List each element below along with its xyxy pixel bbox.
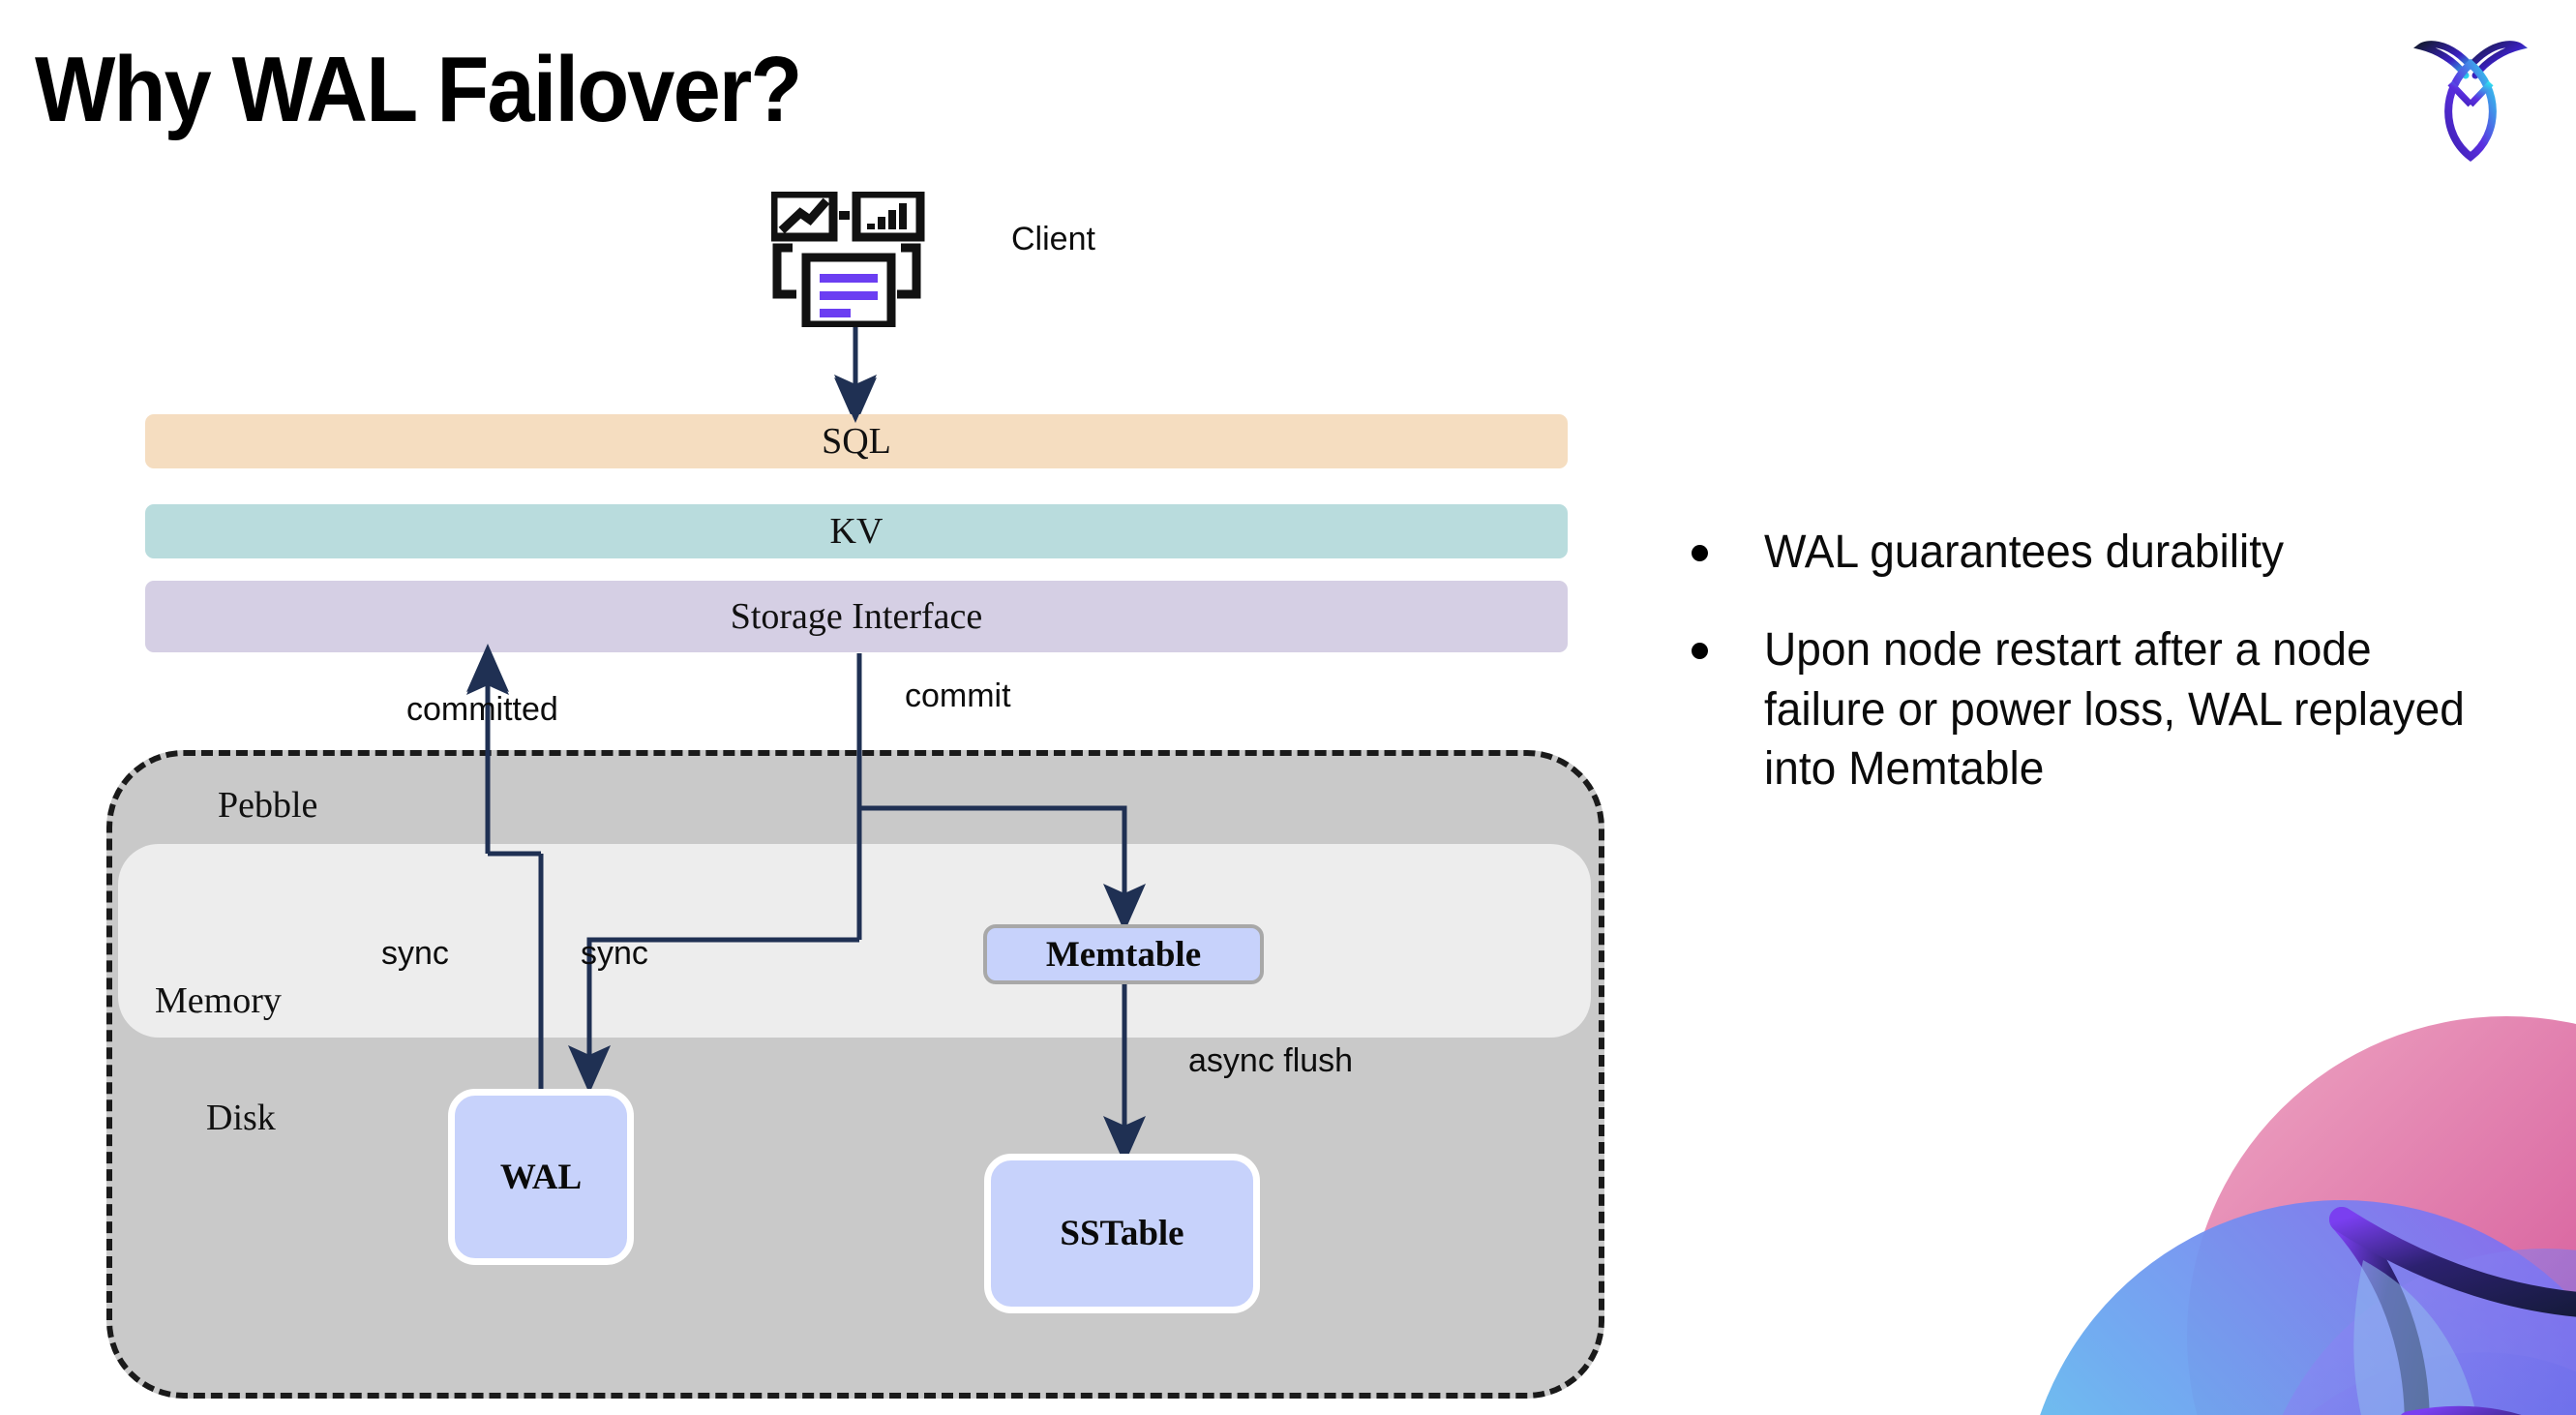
layer-bar-sql: SQL: [145, 414, 1568, 468]
list-item: WAL guarantees durability: [1692, 523, 2524, 582]
bullet-text: WAL guarantees durability: [1764, 527, 2285, 578]
pebble-label: Pebble: [218, 785, 318, 826]
diagram-connectors-overlay: [466, 327, 1146, 1164]
edge-label-sync-left: sync: [381, 935, 449, 972]
node-label-sstable: SSTable: [1060, 1214, 1184, 1253]
client-label: Client: [1011, 221, 1095, 257]
layer-label-kv: KV: [829, 511, 884, 552]
client-dashboard-document-icon: [768, 189, 926, 330]
node-label-memtable: Memtable: [1045, 934, 1202, 975]
list-item: Upon node restart after a node failure o…: [1692, 620, 2524, 798]
edge-label-committed: committed: [406, 691, 558, 728]
bullet-list: WAL guarantees durability Upon node rest…: [1692, 523, 2524, 838]
cockroachdb-logo-icon: [2408, 29, 2533, 165]
bullet-text: Upon node restart after a node failure o…: [1764, 624, 2465, 796]
edge-label-sync-right: sync: [581, 935, 648, 972]
node-label-wal: WAL: [499, 1157, 583, 1197]
disk-label: Disk: [206, 1098, 276, 1138]
layer-bar-kv: KV: [145, 504, 1568, 558]
node-sstable: SSTable: [984, 1154, 1260, 1313]
layer-bar-storage-interface: Storage Interface: [145, 581, 1568, 652]
bullet-dot-icon: [1692, 545, 1708, 561]
bullet-dot-icon: [1692, 643, 1708, 660]
layer-label-sql: SQL: [822, 421, 891, 462]
cockroachdb-decorative-art-icon: [1926, 900, 2576, 1415]
edge-label-commit: commit: [905, 677, 1011, 714]
layer-label-storage-interface: Storage Interface: [730, 596, 983, 637]
architecture-diagram: Client: [106, 189, 1604, 1399]
page-title: Why WAL Failover?: [35, 38, 802, 141]
node-wal: WAL: [448, 1089, 634, 1265]
memory-label: Memory: [155, 980, 282, 1021]
node-memtable: Memtable: [983, 924, 1264, 984]
edge-label-async-flush: async flush: [1188, 1042, 1354, 1079]
